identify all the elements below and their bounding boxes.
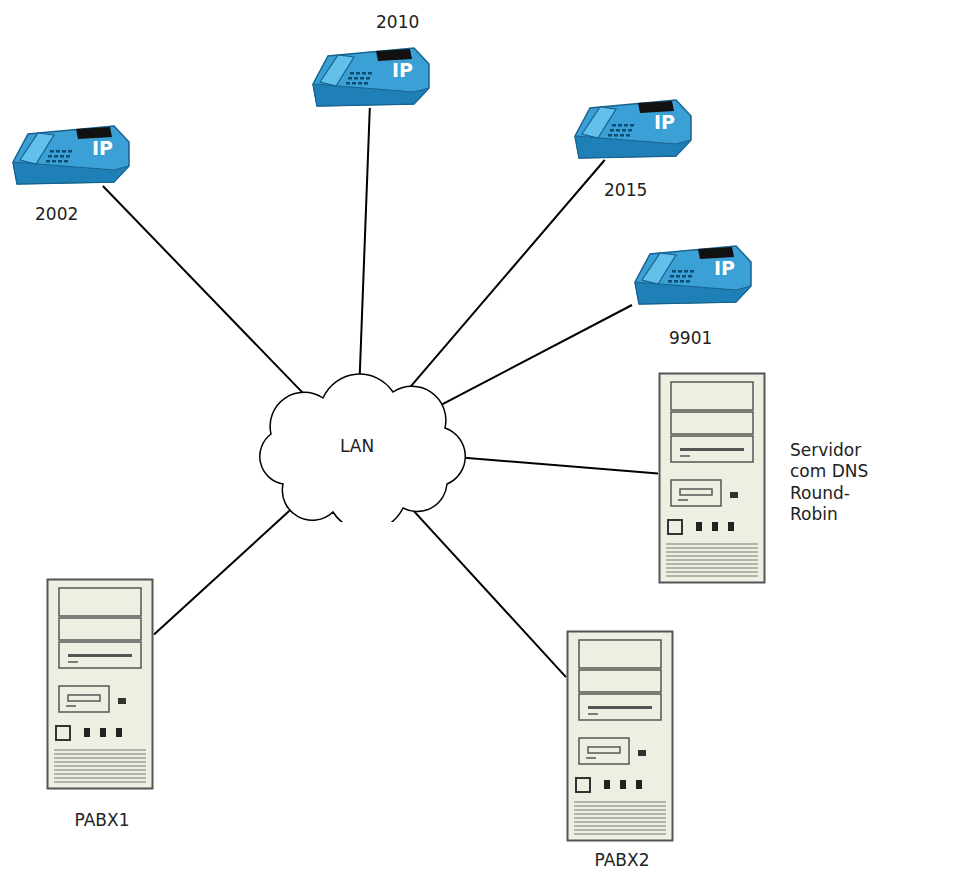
device-label: 2010 — [376, 12, 419, 33]
pc-icon — [566, 630, 674, 846]
device-label: 2015 — [604, 180, 647, 201]
pc-icon — [658, 372, 766, 588]
network-link — [432, 305, 632, 410]
lan-cloud: LAN — [243, 372, 471, 522]
phone-badge: IP — [714, 259, 735, 278]
phone-icon — [632, 240, 754, 310]
pc-icon — [46, 578, 154, 794]
ip-phone: 2015 IP — [572, 94, 694, 206]
ip-phone: 2010IP — [310, 12, 432, 108]
phone-badge: IP — [92, 139, 113, 158]
network-link — [103, 186, 306, 396]
phone-icon — [572, 94, 694, 164]
server-computer: Servidor com DNS Round-Robin — [658, 372, 958, 586]
phone-badge: IP — [654, 113, 675, 132]
server-computer: PABX2 — [566, 630, 678, 872]
device-label: 9901 — [669, 328, 712, 349]
server-computer: PABX1 — [46, 578, 158, 836]
phone-badge: IP — [392, 61, 413, 80]
network-link — [406, 502, 566, 677]
network-link — [154, 500, 302, 635]
network-link — [359, 108, 370, 387]
ip-phone: 9901 IP — [632, 240, 754, 352]
device-label: PABX2 — [566, 850, 678, 871]
network-link — [452, 457, 658, 474]
network-link — [404, 160, 605, 395]
ip-phone: 2002 IP — [10, 120, 135, 230]
device-label: PABX1 — [46, 810, 158, 831]
device-label: 2002 — [35, 204, 78, 225]
phone-icon — [10, 120, 132, 190]
device-label: Servidor com DNS Round-Robin — [790, 440, 869, 525]
device-label: LAN — [243, 436, 471, 457]
phone-icon — [310, 42, 432, 112]
